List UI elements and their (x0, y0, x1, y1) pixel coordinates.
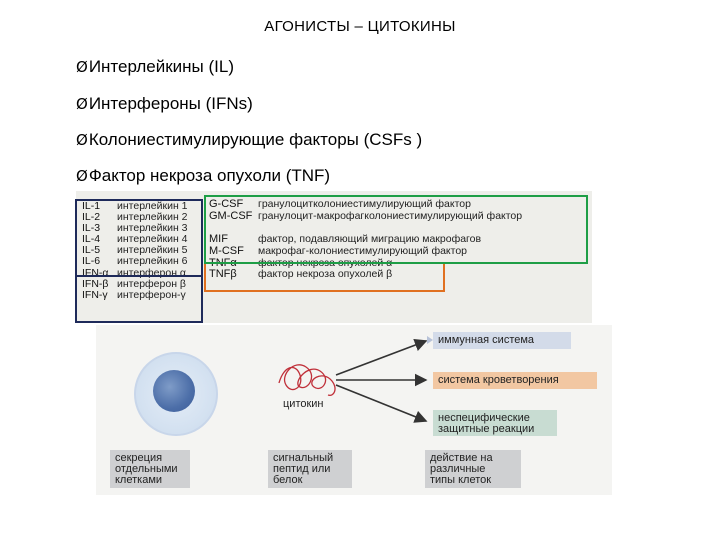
arrow-right-icon: Ø (76, 131, 88, 149)
defense-reactions-box: неспецифические защитные реакции (433, 410, 557, 436)
table-cell: интерлейкин 4 (117, 233, 188, 246)
table-cell: IL-3 (82, 222, 101, 235)
cytokine-table (76, 191, 592, 323)
action-box: действие на различные типы клеток (425, 450, 521, 488)
table-cell: интерлейкин 5 (117, 244, 188, 257)
cytokine-squiggle-icon (278, 364, 336, 396)
table-cell: IL-5 (82, 244, 101, 257)
arrow-to-immune (335, 338, 428, 376)
tnf-frame (204, 262, 445, 292)
arrow-right-icon: Ø (76, 58, 88, 76)
signal-peptide-box: сигнальный пептид или белок (268, 450, 352, 488)
table-cell: IL-1 (82, 200, 101, 212)
table-cell: MIF (209, 233, 228, 246)
left-desc-column: интерлейкин 1 интерлейкин 2 интерлейкин … (117, 200, 188, 301)
table-cell: интерлейкин 3 (117, 222, 188, 235)
bullet-interleukins: ØИнтерлейкины (IL) (76, 57, 234, 76)
table-cell: интерферон α (117, 266, 186, 279)
table-cell: IL-6 (82, 255, 101, 268)
table-cell: IL-2 (82, 211, 101, 224)
immune-system-box: иммунная система (433, 332, 571, 349)
table-cell: фактор некроза опухолей β (258, 268, 393, 281)
slide-title: АГОНИСТЫ – ЦИТОКИНЫ (264, 18, 456, 35)
table-cell: гранулоцит-макрофагколониестимулирующий … (258, 209, 523, 222)
arrow-right-icon: Ø (76, 167, 88, 185)
table-cell: IFN-α (82, 266, 109, 279)
bullet-tnf: ØФактор некроза опухоли (TNF) (76, 166, 331, 185)
arrow-to-defense (335, 384, 428, 423)
table-cell: IFN-β (82, 277, 109, 290)
table-cell: интерлейкин 6 (117, 255, 188, 268)
table-cell: интерферон-γ (117, 288, 186, 301)
table-cell: GM-CSF (209, 209, 253, 222)
table-cell: интерлейкин 2 (117, 211, 188, 224)
table-cell: G-CSF (209, 198, 244, 210)
hematopoiesis-box: система кроветворения (433, 372, 597, 389)
left-abbr-column: IL-1 IL-2 IL-3 IL-4 IL-5 IL-6 IFN-α IFN-… (82, 200, 109, 301)
bullet-csfs: ØКолониестимулирующие факторы (CSFs ) (76, 130, 423, 149)
csf-frame (204, 195, 588, 264)
table-cell: гранулоцитколониестимулирующий фактор (258, 198, 471, 210)
table-cell: IFN-γ (82, 288, 108, 301)
table-cell: M-CSF (209, 244, 244, 257)
table-cell: TNFβ (209, 268, 237, 281)
interleukins-frame (75, 199, 203, 277)
table-cell: IL-4 (82, 233, 101, 246)
table-cell: фактор, подавляющий миграцию макрофагов (258, 233, 482, 246)
cell-nucleus-icon (153, 370, 195, 412)
cytokine-label: цитокин (283, 398, 324, 410)
table-cell: макрофаг-колониестимулирующий фактор (258, 244, 468, 257)
tab-marker (427, 336, 433, 344)
bullet-interferons: ØИнтерфероны (IFNs) (76, 94, 253, 113)
interferons-frame (75, 275, 203, 323)
table-cell: интерлейкин 1 (117, 200, 188, 212)
secretion-box: секреция отдельными клетками (110, 450, 190, 488)
table-cell: интерферон β (117, 277, 186, 290)
arrow-right-icon: Ø (76, 95, 88, 113)
diagram-arrows (278, 338, 428, 423)
